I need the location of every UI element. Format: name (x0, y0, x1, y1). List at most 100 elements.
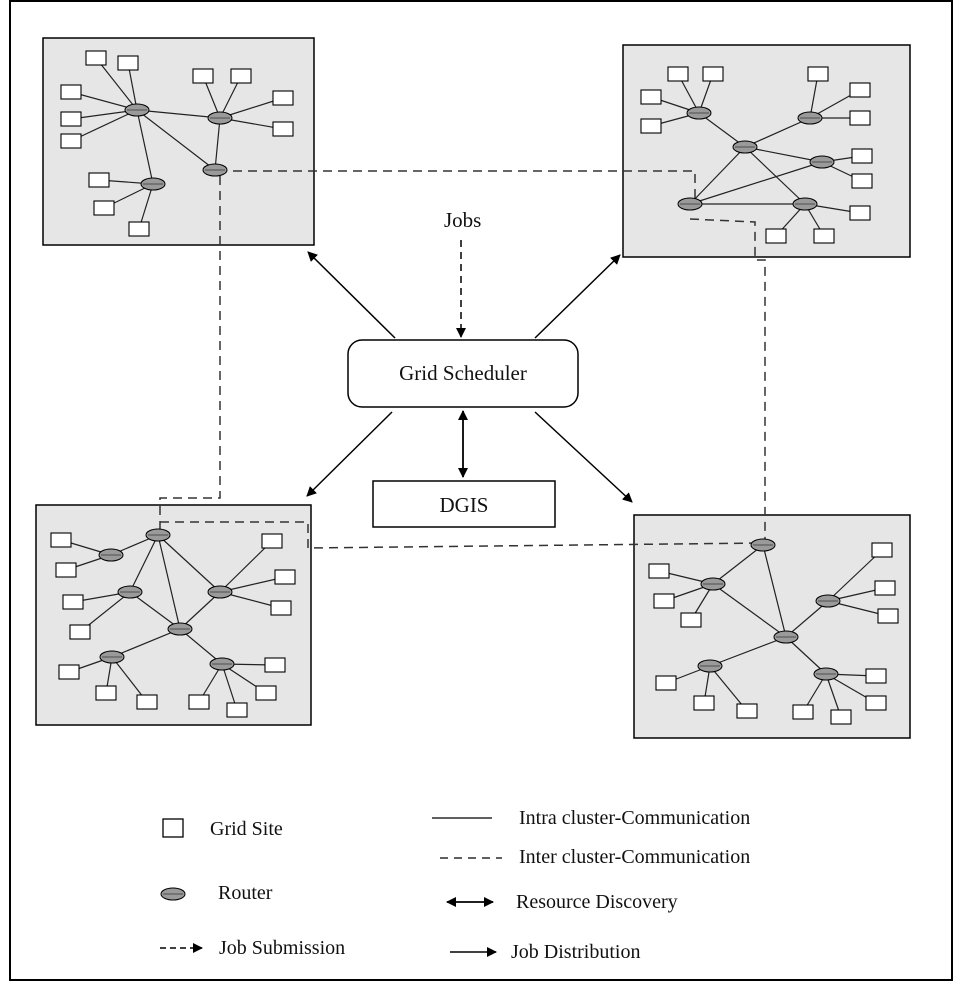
intra-cluster-link (698, 112, 746, 148)
router-icon[interactable] (207, 111, 233, 125)
grid-site[interactable] (58, 664, 80, 680)
grid-site[interactable] (813, 228, 835, 244)
job-distribution-arrow-bottom-right (534, 411, 633, 503)
router-icon[interactable] (813, 667, 839, 681)
router-icon[interactable] (207, 585, 233, 599)
grid-site[interactable] (88, 172, 110, 188)
grid-site[interactable] (877, 608, 899, 624)
router-icon[interactable] (686, 106, 712, 120)
grid-site[interactable] (69, 624, 91, 640)
router-icon[interactable] (815, 594, 841, 608)
grid-site[interactable] (667, 66, 689, 82)
router-icon[interactable] (750, 538, 776, 552)
grid-site[interactable] (192, 68, 214, 84)
legend-job-submission-label: Job Submission (219, 937, 345, 959)
grid-site[interactable] (261, 533, 283, 549)
intra-cluster-link (179, 591, 221, 630)
grid-site[interactable] (874, 580, 896, 596)
router-icon[interactable] (809, 155, 835, 169)
intra-cluster-link (744, 117, 811, 148)
grid-site[interactable] (849, 110, 871, 126)
grid-site[interactable] (865, 668, 887, 684)
intra-cluster-link (136, 109, 154, 185)
grid-site[interactable] (792, 704, 814, 720)
grid-site[interactable] (226, 702, 248, 718)
legend: Grid Site Router Job Submission Intra cl… (160, 807, 750, 963)
legend-grid-site-label: Grid Site (210, 818, 283, 840)
router-icon[interactable] (797, 111, 823, 125)
router-icon[interactable] (124, 103, 150, 117)
grid-site[interactable] (62, 594, 84, 610)
dgis-box[interactable] (372, 480, 556, 528)
legend-grid-site-icon (162, 818, 184, 838)
grid-site[interactable] (765, 228, 787, 244)
router-icon[interactable] (792, 197, 818, 211)
grid-site[interactable] (255, 685, 277, 701)
router-icon[interactable] (140, 177, 166, 191)
grid-site[interactable] (640, 89, 662, 105)
grid-site[interactable] (807, 66, 829, 82)
legend-router-icon (160, 887, 186, 901)
grid-site[interactable] (865, 695, 887, 711)
intra-cluster-link (129, 534, 159, 593)
grid-site[interactable] (640, 118, 662, 134)
grid-site[interactable] (693, 695, 715, 711)
intra-cluster-link (785, 636, 827, 675)
grid-site[interactable] (136, 694, 158, 710)
grid-site[interactable] (128, 221, 150, 237)
grid-site[interactable] (188, 694, 210, 710)
grid-site[interactable] (230, 68, 252, 84)
grid-site[interactable] (851, 173, 873, 189)
grid-site[interactable] (270, 600, 292, 616)
grid-site[interactable] (50, 532, 72, 548)
grid-scheduler-box[interactable] (347, 339, 579, 408)
router-icon[interactable] (117, 585, 143, 599)
grid-site[interactable] (648, 563, 670, 579)
intra-cluster-link (712, 544, 764, 585)
grid-site[interactable] (871, 542, 893, 558)
legend-intra-cluster-label: Intra cluster-Communication (519, 807, 750, 829)
grid-site[interactable] (851, 148, 873, 164)
grid-site[interactable] (95, 685, 117, 701)
grid-site[interactable] (93, 200, 115, 216)
intra-cluster-link (689, 161, 823, 205)
router-icon[interactable] (99, 650, 125, 664)
grid-site[interactable] (60, 111, 82, 127)
grid-site[interactable] (653, 593, 675, 609)
grid-site[interactable] (60, 133, 82, 149)
grid-site[interactable] (85, 50, 107, 66)
router-icon[interactable] (167, 622, 193, 636)
legend-inter-cluster-label: Inter cluster-Communication (519, 846, 750, 868)
router-icon[interactable] (202, 163, 228, 177)
grid-site[interactable] (272, 121, 294, 137)
router-icon[interactable] (98, 548, 124, 562)
legend-resource-discovery-label: Resource Discovery (516, 891, 678, 913)
intra-cluster-link (129, 591, 181, 630)
router-icon[interactable] (732, 140, 758, 154)
grid-site[interactable] (60, 84, 82, 100)
grid-site[interactable] (680, 612, 702, 628)
grid-site[interactable] (117, 55, 139, 71)
site-router-link (95, 57, 138, 111)
legend-router-label: Router (218, 882, 273, 904)
grid-site[interactable] (849, 82, 871, 98)
site-router-link (219, 540, 273, 593)
grid-site[interactable] (274, 569, 296, 585)
grid-site[interactable] (264, 657, 286, 673)
job-distribution-arrow-bottom-left (306, 411, 393, 497)
router-icon[interactable] (697, 659, 723, 673)
router-icon[interactable] (773, 630, 799, 644)
grid-site[interactable] (830, 709, 852, 725)
router-icon[interactable] (700, 577, 726, 591)
grid-site[interactable] (736, 703, 758, 719)
router-icon[interactable] (677, 197, 703, 211)
router-icon[interactable] (145, 528, 171, 542)
router-icon[interactable] (209, 657, 235, 671)
grid-site[interactable] (702, 66, 724, 82)
intra-cluster-link (744, 146, 806, 205)
grid-site[interactable] (272, 90, 294, 106)
grid-site[interactable] (849, 205, 871, 221)
grid-site[interactable] (655, 675, 677, 691)
grid-site[interactable] (55, 562, 77, 578)
